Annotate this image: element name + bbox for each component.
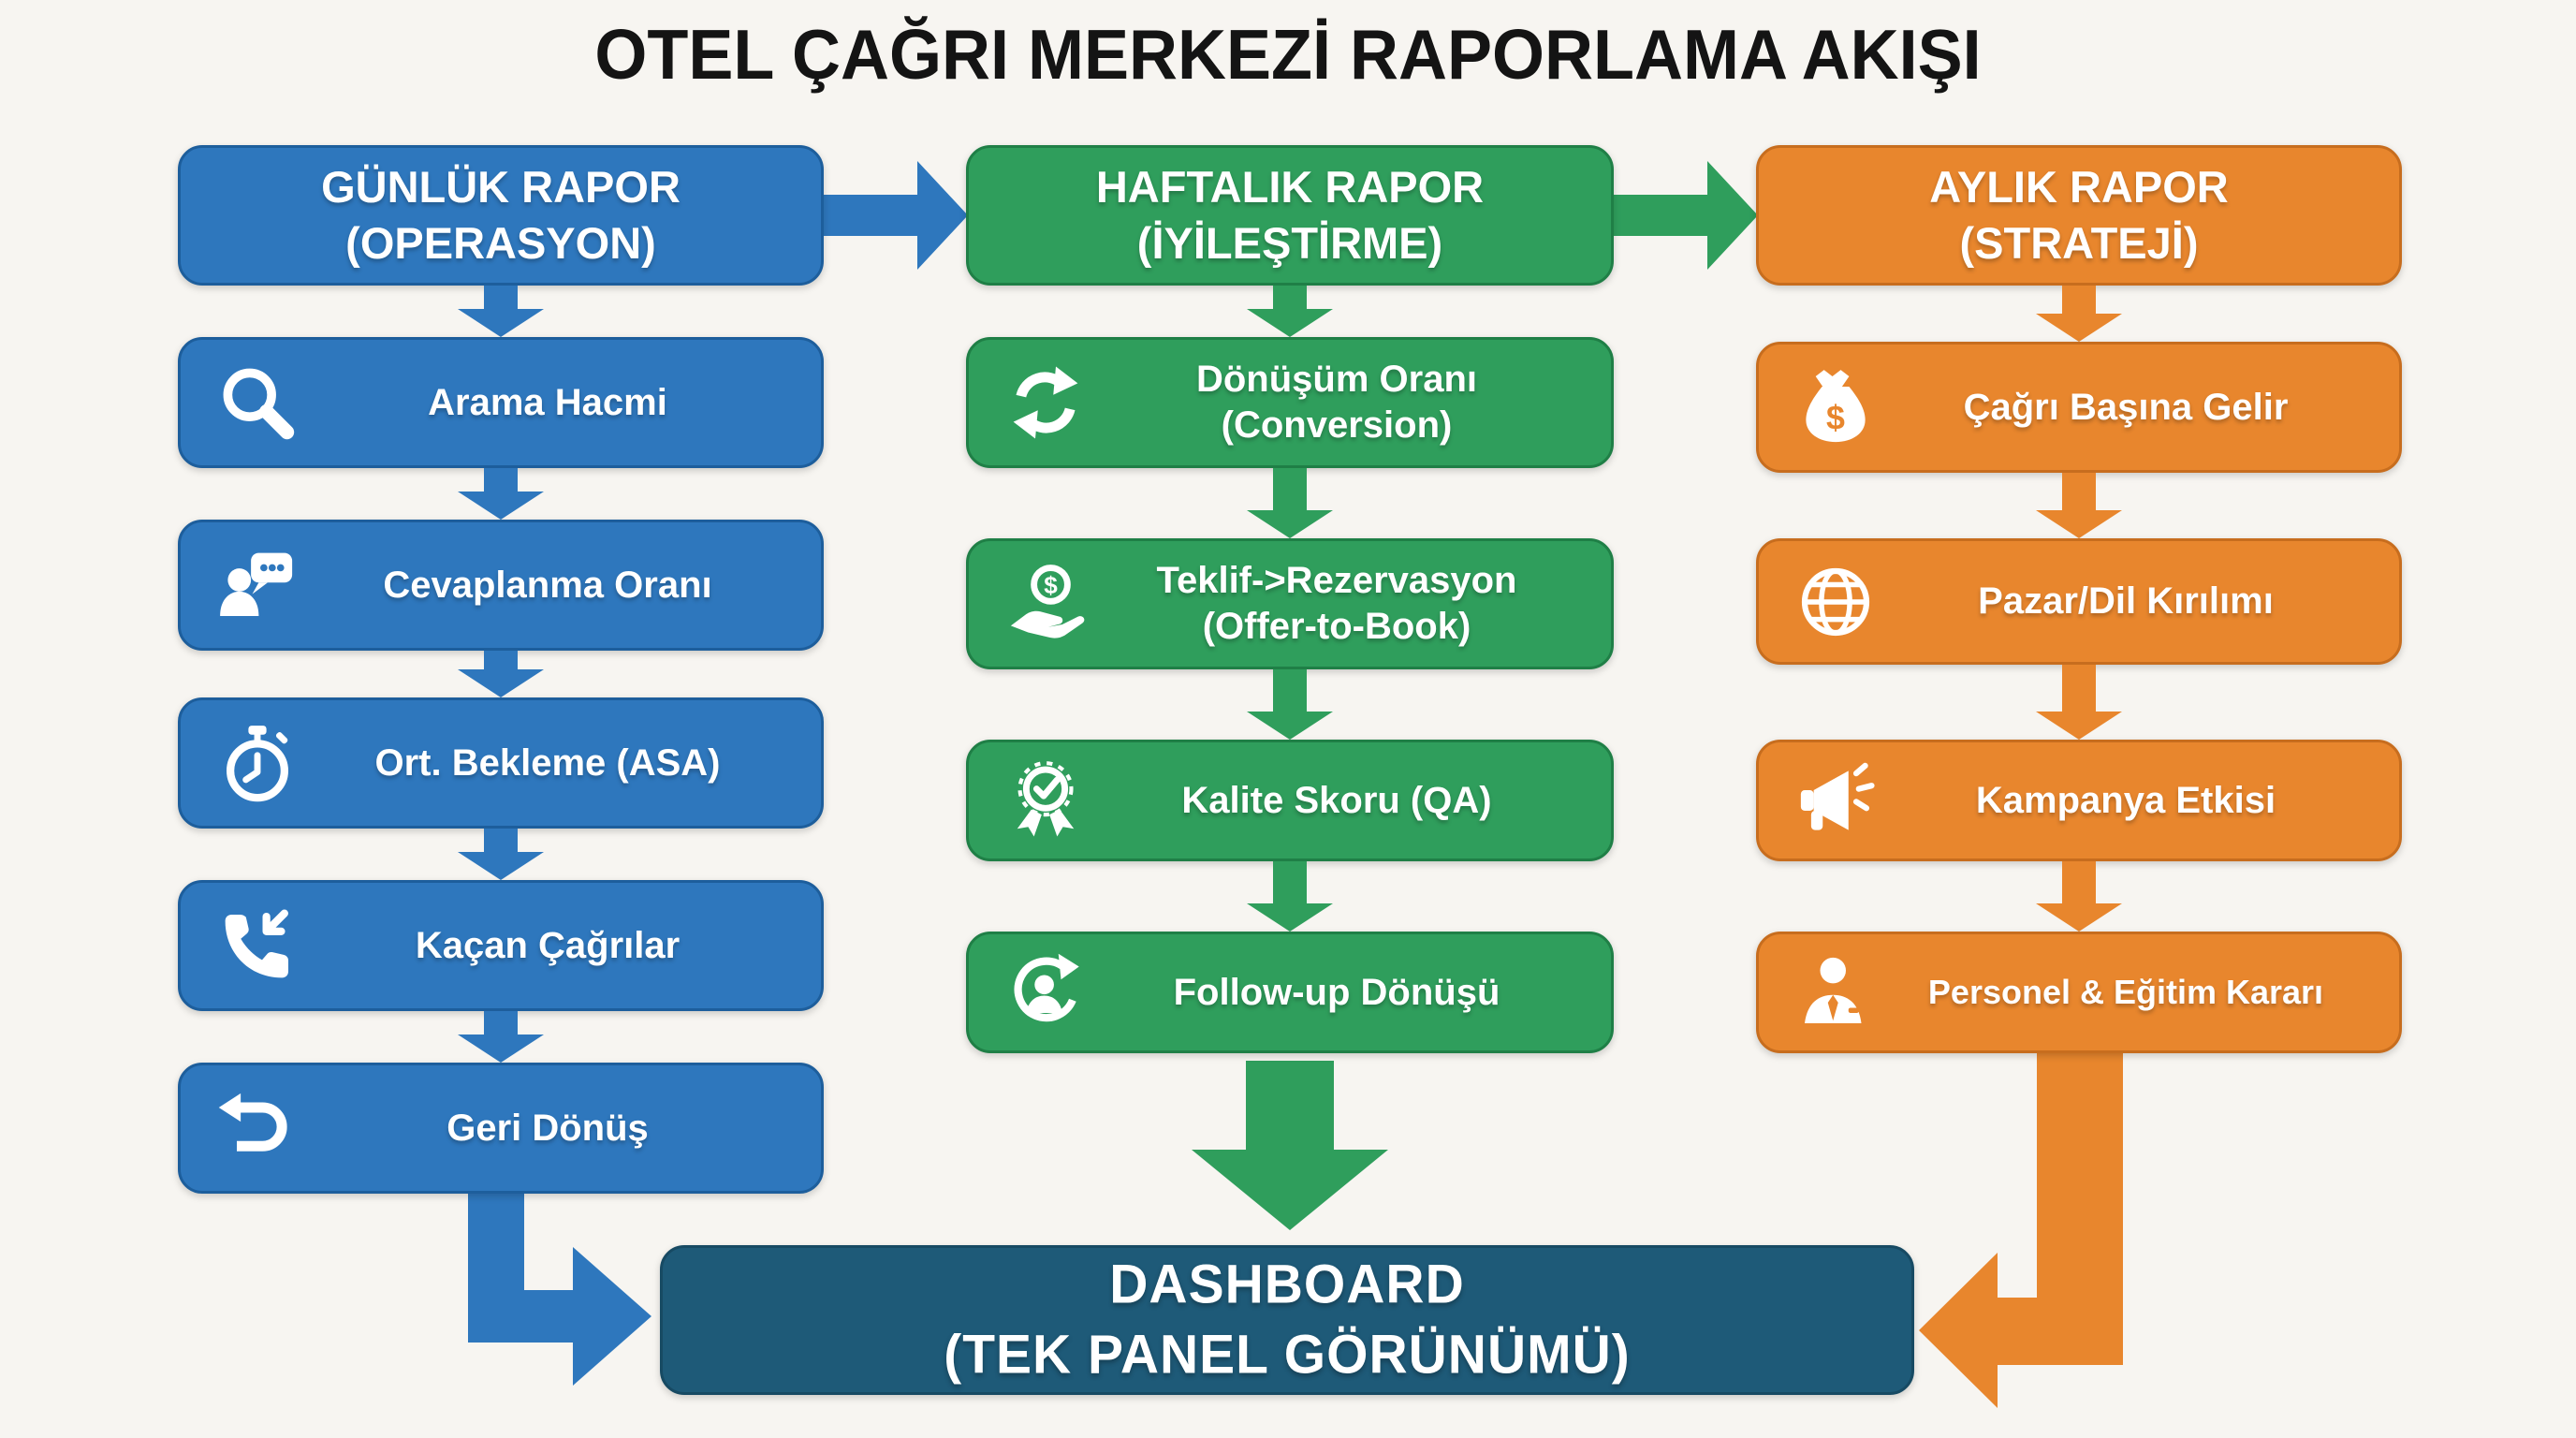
businessman-icon — [1793, 949, 1879, 1035]
connector-arrow — [1247, 286, 1333, 337]
item-label: Kalite Skoru (QA) — [1181, 779, 1492, 821]
connector-arrow — [1247, 861, 1333, 932]
daily-header: GÜNLÜK RAPOR (OPERASYON) — [178, 145, 824, 286]
weekly-header-line2: (İYİLEŞTİRME) — [1136, 218, 1443, 268]
agent-chat-icon — [214, 542, 300, 628]
page-title: OTEL ÇAĞRI MERKEZİ RAPORLAMA AKIŞI — [594, 16, 1982, 95]
connector-arrow — [458, 829, 544, 880]
item-label: Kaçan Çağrılar — [415, 924, 681, 966]
item-label: Çağrı Başına Gelir — [1963, 386, 2289, 428]
quality-badge-icon — [1003, 757, 1089, 844]
connector-arrow — [2036, 473, 2122, 538]
column-weekly: HAFTALIK RAPOR (İYİLEŞTİRME) Dönüşüm Ora… — [966, 0, 1614, 1438]
dashboard-box: DASHBOARD (TEK PANEL GÖRÜNÜMÜ) — [660, 1245, 1914, 1395]
sync-icon — [1003, 360, 1089, 446]
monthly-header-line2: (STRATEJİ) — [1959, 218, 2199, 268]
undo-icon — [214, 1085, 300, 1171]
svg-text:$: $ — [1826, 399, 1845, 436]
arrow-weekly-to-monthly — [1612, 161, 1758, 270]
item-pazar-dil: Pazar/Dil Kırılımı — [1756, 538, 2402, 665]
item-label: Personel & Eğitim Kararı — [1927, 973, 2324, 1012]
item-follow-up: Follow-up Dönüşü — [966, 932, 1614, 1053]
item-label: Cevaplanma Oranı — [383, 564, 712, 606]
arrow-stem — [824, 195, 917, 236]
item-label: Arama Hacmi — [428, 381, 667, 423]
column-daily: GÜNLÜK RAPOR (OPERASYON) Arama Hacmi Cev… — [178, 0, 824, 1438]
monthly-header-line1: AYLIK RAPOR — [1929, 161, 2229, 212]
item-ort-bekleme: Ort. Bekleme (ASA) — [178, 697, 824, 829]
item-kalite-skoru: Kalite Skoru (QA) — [966, 740, 1614, 861]
item-label: Kampanya Etkisi — [1975, 779, 2276, 821]
svg-text:$: $ — [1044, 571, 1058, 599]
money-bag-icon: $ — [1793, 364, 1879, 450]
column-monthly: AYLIK RAPOR (STRATEJİ) $ Çağrı Başına Ge… — [1756, 0, 2402, 1438]
dashboard-line2: (TEK PANEL GÖRÜNÜMÜ) — [944, 1324, 1631, 1386]
connector-arrow — [458, 286, 544, 337]
weekly-header: HAFTALIK RAPOR (İYİLEŞTİRME) — [966, 145, 1614, 286]
hand-dollar-icon: $ — [1003, 561, 1089, 647]
item-personel-egitim: Personel & Eğitim Kararı — [1756, 932, 2402, 1053]
item-geri-donus: Geri Dönüş — [178, 1063, 824, 1194]
dashboard-line1: DASHBOARD — [1109, 1253, 1465, 1315]
item-label: Pazar/Dil Kırılımı — [1978, 580, 2274, 623]
item-kacan-cagrilar: Kaçan Çağrılar — [178, 880, 824, 1011]
item-kampanya-etkisi: Kampanya Etkisi — [1756, 740, 2402, 861]
item-cevaplanma-orani: Cevaplanma Oranı — [178, 520, 824, 651]
daily-header-line2: (OPERASYON) — [345, 218, 656, 268]
item-label: Teklif->Rezervasyon — [1156, 560, 1517, 602]
connector-arrow — [458, 1011, 544, 1063]
item-label: Geri Dönüş — [446, 1107, 649, 1149]
item-label: Dönüşüm Oranı — [1195, 359, 1478, 401]
item-teklif-rezervasyon: $ Teklif->Rezervasyon (Offer-to-Book) — [966, 538, 1614, 669]
monthly-header: AYLIK RAPOR (STRATEJİ) — [1756, 145, 2402, 286]
item-cagri-basina-gelir: $ Çağrı Başına Gelir — [1756, 342, 2402, 473]
weekly-header-line1: HAFTALIK RAPOR — [1095, 161, 1485, 212]
item-label: Follow-up Dönüşü — [1173, 971, 1500, 1013]
stopwatch-icon — [214, 720, 300, 806]
arrow-daily-to-weekly — [824, 161, 968, 270]
item-arama-hacmi: Arama Hacmi — [178, 337, 824, 468]
connector-arrow — [2036, 665, 2122, 740]
search-icon — [214, 360, 300, 446]
daily-header-line1: GÜNLÜK RAPOR — [321, 161, 681, 212]
person-refresh-icon — [1003, 949, 1089, 1035]
connector-arrow — [1247, 669, 1333, 740]
megaphone-icon — [1793, 757, 1879, 844]
connector-arrow — [458, 468, 544, 520]
item-donusum-orani: Dönüşüm Oranı (Conversion) — [966, 337, 1614, 468]
globe-icon — [1793, 559, 1879, 645]
missed-call-icon — [214, 902, 300, 989]
item-sublabel: (Conversion) — [1221, 404, 1453, 446]
arrow-head — [917, 161, 968, 270]
arrow-head — [1707, 161, 1758, 270]
connector-arrow — [2036, 286, 2122, 342]
connector-arrow — [2036, 861, 2122, 932]
connector-arrow — [458, 651, 544, 697]
arrow-stem — [1612, 195, 1707, 236]
item-sublabel: (Offer-to-Book) — [1202, 606, 1471, 647]
item-label: Ort. Bekleme (ASA) — [374, 741, 721, 784]
connector-arrow — [1247, 468, 1333, 538]
